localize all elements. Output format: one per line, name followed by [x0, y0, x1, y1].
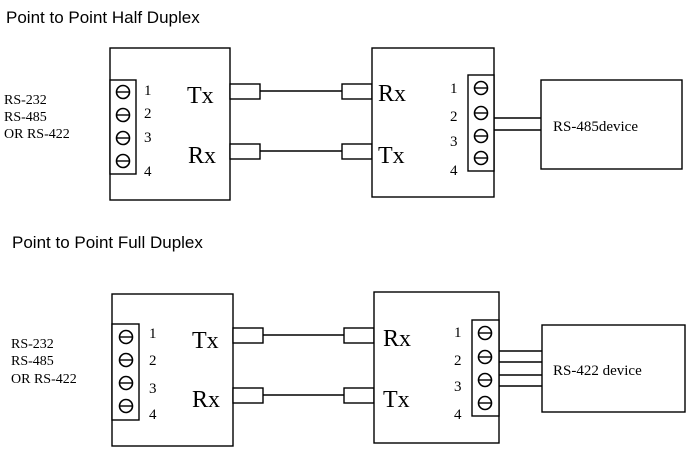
right-tx-label: Tx	[378, 143, 405, 169]
right-terminal-2: 2	[450, 109, 458, 125]
full-duplex-title: Point to Point Full Duplex	[12, 233, 203, 252]
connector-rx-in	[232, 387, 264, 404]
left-terminal-3: 3	[144, 130, 152, 146]
connector-tx-out	[229, 83, 261, 100]
right-terminal-4: 4	[450, 163, 458, 179]
left-label-rs422: OR RS-422	[4, 127, 70, 142]
right-terminal-screws	[477, 325, 493, 411]
right-rx-label: Rx	[378, 81, 406, 107]
left-terminal-screws	[118, 329, 134, 414]
half-duplex-diagram: Point to Point Half Duplex RS-232 RS-485…	[4, 8, 683, 201]
left-terminal-2: 2	[144, 106, 152, 122]
left-label-rs485: RS-485	[4, 110, 47, 125]
left-terminal-4: 4	[144, 164, 152, 180]
connector-rx-in-right	[341, 83, 373, 100]
right-terminal-3: 3	[454, 379, 462, 395]
rs422-device-label: RS-422 device	[553, 363, 642, 379]
left-label-rs422: OR RS-422	[11, 372, 77, 387]
right-terminal-4: 4	[454, 407, 462, 423]
connector-rx-in-right	[343, 327, 375, 344]
right-tx-label: Tx	[383, 387, 410, 413]
connector-tx-out	[232, 327, 264, 344]
left-label-rs232: RS-232	[11, 337, 54, 352]
connector-tx-out-right	[343, 387, 375, 404]
connector-tx-out-right	[341, 143, 373, 160]
left-terminal-4: 4	[149, 407, 157, 423]
left-tx-label: Tx	[192, 328, 219, 354]
connector-rx-in	[229, 143, 261, 160]
full-duplex-diagram: Point to Point Full Duplex RS-232 RS-485…	[11, 233, 686, 447]
left-tx-label: Tx	[187, 83, 214, 109]
left-terminal-3: 3	[149, 381, 157, 397]
rs422-device-box	[541, 324, 686, 413]
left-rx-label: Rx	[188, 143, 216, 169]
left-terminal-1: 1	[149, 326, 157, 342]
right-rx-label: Rx	[383, 326, 411, 352]
rs485-device-box	[540, 79, 683, 170]
right-terminal-2: 2	[454, 353, 462, 369]
left-label-rs232: RS-232	[4, 93, 47, 108]
left-terminal-screws	[115, 84, 131, 169]
right-terminal-1: 1	[450, 81, 458, 97]
right-terminal-1: 1	[454, 325, 462, 341]
left-rx-label: Rx	[192, 387, 220, 413]
rs485-device-label: RS-485device	[553, 119, 638, 135]
half-duplex-title: Point to Point Half Duplex	[6, 8, 200, 27]
right-terminal-3: 3	[450, 134, 458, 150]
right-terminal-screws	[473, 80, 489, 166]
left-label-rs485: RS-485	[11, 354, 54, 369]
left-terminal-2: 2	[149, 353, 157, 369]
left-terminal-1: 1	[144, 83, 152, 99]
